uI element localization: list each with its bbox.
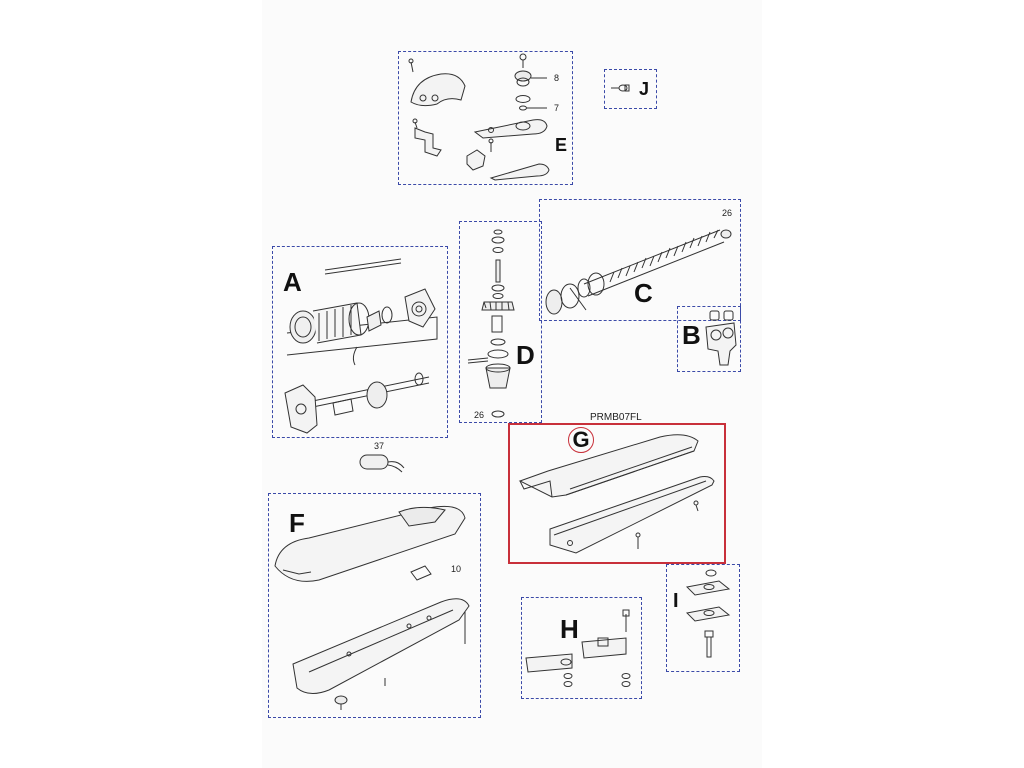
group-e-parts: [408, 53, 550, 181]
group-label-d: D: [516, 340, 535, 370]
group-h: H: [521, 597, 642, 699]
group-g-parts: [518, 434, 715, 554]
group-label-b: B: [682, 320, 701, 350]
ref-code-prmb07fl: PRMB07FL: [590, 412, 642, 423]
group-c: 26 C: [539, 199, 741, 321]
group-g: G: [508, 423, 726, 564]
group-e: 8 7 E: [398, 51, 573, 185]
callout-10: 10: [451, 564, 462, 574]
group-label-h: H: [560, 614, 579, 644]
group-label-e: E: [555, 135, 568, 155]
group-label-f: F: [289, 508, 305, 538]
group-i-parts: [685, 569, 731, 658]
group-b: B: [677, 306, 741, 372]
group-i: I: [666, 564, 740, 672]
group-j: J: [604, 69, 657, 109]
callout-8: 8: [554, 73, 560, 83]
group-c-parts: [545, 229, 732, 315]
group-f: F 10: [268, 493, 481, 718]
group-f-parts: [274, 505, 470, 710]
group-label-a: A: [283, 267, 302, 297]
group-b-parts: [705, 310, 737, 366]
group-label-i: I: [673, 590, 679, 612]
group-d-parts: [467, 229, 515, 418]
callout-26-c: 26: [722, 208, 733, 218]
group-a-parts: [284, 258, 438, 434]
group-label-c: C: [634, 278, 653, 308]
group-d: D 26: [459, 221, 542, 423]
capacitor-part: [359, 454, 405, 473]
group-label-g: G: [572, 427, 590, 452]
group-label-j: J: [639, 79, 650, 99]
callout-26-d: 26: [474, 410, 485, 420]
group-h-parts: [525, 609, 631, 687]
callout-7: 7: [554, 103, 560, 113]
group-a: A: [272, 246, 448, 438]
group-g-circle-marker: G: [568, 427, 594, 453]
callout-37: 37: [374, 441, 385, 451]
group-j-parts: [611, 84, 630, 92]
